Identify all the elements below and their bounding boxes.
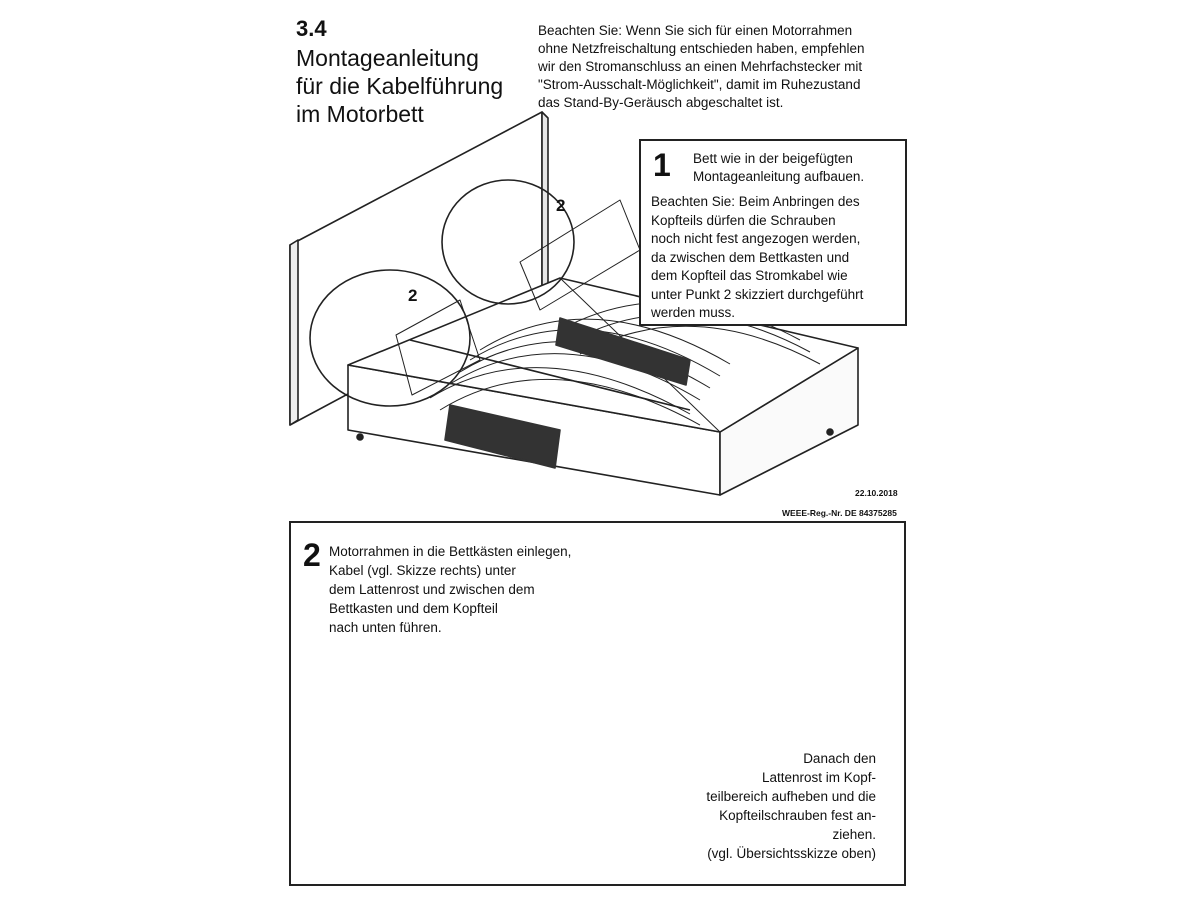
step-1-note-line: Beachten Sie: Beim Anbringen des bbox=[651, 194, 860, 209]
step-1-note: Beachten Sie: Beim Anbringen des Kopftei… bbox=[651, 193, 863, 323]
step-1-line: Bett wie in der beigefügten bbox=[693, 151, 853, 166]
standby-notice: Beachten Sie: Wenn Sie sich für einen Mo… bbox=[538, 22, 918, 112]
notice-line: ohne Netzfreischaltung entschieden haben… bbox=[538, 41, 865, 56]
followup-line: Danach den bbox=[803, 751, 876, 766]
step-1-note-line: Kopfteils dürfen die Schrauben bbox=[651, 212, 836, 228]
step-2-panel: 2 Motorrahmen in die Bettkästen einlegen… bbox=[289, 521, 906, 886]
step-1-note-line: noch nicht fest angezogen werden, bbox=[651, 231, 861, 246]
page-title: Montageanleitung für die Kabelführung im… bbox=[296, 44, 516, 128]
step-1-note-line: dem Kopfteil das Stromkabel wie bbox=[651, 268, 848, 283]
step-2-line: dem Lattenrost und zwischen dem bbox=[329, 582, 535, 597]
step-2-instruction: Motorrahmen in die Bettkästen einlegen, … bbox=[329, 542, 571, 637]
step-2-line: Bettkasten und dem Kopfteil bbox=[329, 601, 498, 616]
step-2-line: nach unten führen. bbox=[329, 620, 442, 635]
notice-line: Beachten Sie: Wenn Sie sich für einen Mo… bbox=[538, 23, 853, 38]
callout-circle-left bbox=[309, 269, 471, 407]
motor-units bbox=[444, 317, 691, 469]
followup-line: Kopfteilschrauben fest an- bbox=[719, 808, 876, 823]
title-line: für die Kabelführung bbox=[296, 73, 504, 99]
step-1-note-line: da zwischen dem Bettkasten und bbox=[651, 249, 850, 265]
step-1-instruction: Bett wie in der beigefügten Montageanlei… bbox=[693, 150, 864, 186]
followup-line: teilbereich aufheben und die bbox=[706, 789, 876, 804]
title-line: Montageanleitung bbox=[296, 45, 479, 71]
step-1-note-line: unter Punkt 2 skizziert durchgeführt bbox=[651, 286, 864, 302]
step-2-line: Kabel (vgl. Skizze rechts) unter bbox=[329, 563, 516, 578]
callout-label-right: 2 bbox=[556, 196, 566, 215]
document-date: 22.10.2018 bbox=[855, 488, 898, 498]
step-2-number: 2 bbox=[303, 537, 321, 573]
callout-label-left: 2 bbox=[408, 286, 418, 305]
callout-circle-right bbox=[441, 179, 575, 305]
notice-line: wir den Stromanschluss an einen Mehrfach… bbox=[538, 59, 863, 74]
followup-line: Lattenrost im Kopf- bbox=[761, 770, 876, 785]
step-1-note-line: werden muss. bbox=[651, 305, 736, 320]
followup-line: (vgl. Übersichtsskizze oben) bbox=[707, 846, 876, 861]
step-2-line: Motorrahmen in die Bettkästen einlegen, bbox=[329, 544, 572, 559]
weee-registration: WEEE-Reg.-Nr. DE 84375285 bbox=[782, 508, 897, 518]
title-line: im Motorbett bbox=[296, 101, 424, 127]
followup-line: ziehen. bbox=[832, 827, 876, 842]
step-2-followup: Danach den Lattenrost im Kopf- teilberei… bbox=[706, 749, 876, 863]
notice-line: das Stand-By-Geräusch abgeschaltet ist. bbox=[538, 95, 784, 110]
step-1-line: Montageanleitung aufbauen. bbox=[693, 169, 865, 184]
step-1-number: 1 bbox=[653, 147, 671, 183]
headboard-drawing bbox=[289, 111, 549, 426]
section-number: 3.4 bbox=[296, 16, 327, 41]
step-1-box: 1 Bett wie in der beigefügten Montageanl… bbox=[639, 139, 907, 326]
notice-line: "Strom-Ausschalt-Möglichkeit", damit im … bbox=[538, 77, 861, 92]
